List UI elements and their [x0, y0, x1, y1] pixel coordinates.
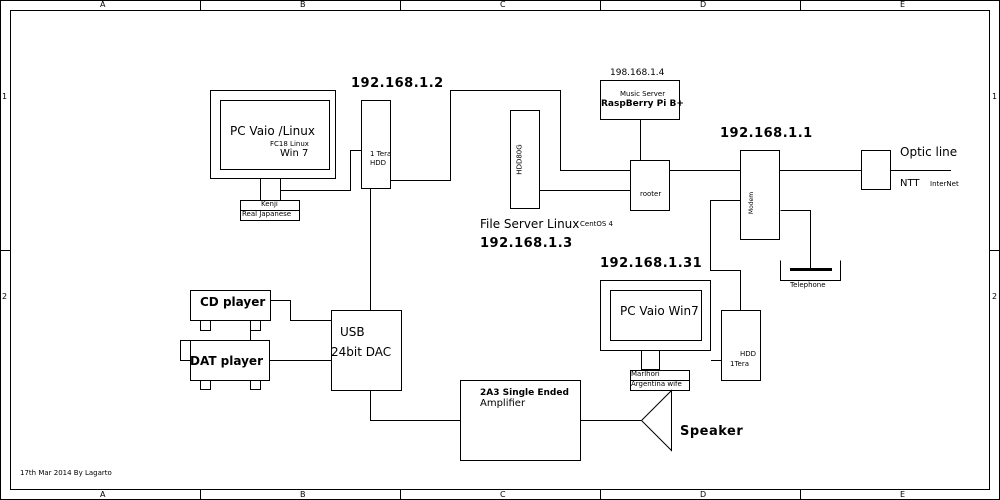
dat-player-label: DAT player [190, 354, 263, 368]
amplifier-line1: 2A3 Single Ended [480, 388, 569, 398]
wires [180, 90, 951, 421]
grid-row-2-left: 2 [2, 292, 8, 301]
music-server-line1: Music Server [620, 90, 666, 98]
music-server-ip: 198.168.1.4 [610, 68, 665, 78]
grid-col-d-top: D [700, 0, 707, 9]
file-server-hdd-label: HDD80G [515, 144, 524, 175]
modem-ip: 192.168.1.1 [720, 126, 813, 141]
grid-col-e-top: E [900, 0, 906, 9]
speaker-shape [640, 389, 672, 452]
hdd-1tera-a-label2: HDD [370, 159, 387, 167]
grid-col-d-bottom: D [700, 490, 707, 499]
pc-vaio-win7-title: PC Vaio Win7 [620, 304, 699, 318]
modem-box [740, 150, 780, 240]
pc-vaio-linux-os1: FC18 Linux [270, 140, 309, 148]
file-server-box [510, 110, 540, 209]
hdd-1tera-b-label2: 1Tera [730, 360, 750, 368]
dac-box [331, 310, 402, 391]
monitor-screen [610, 290, 702, 341]
note-tag [630, 380, 690, 391]
cd-player-shape [190, 290, 271, 331]
router-label: rooter [640, 190, 662, 198]
grid-col-b-bottom: B [300, 490, 306, 499]
pc-vaio-win7-ip: 192.168.1.31 [600, 256, 703, 271]
grid-col-a-top: A [100, 0, 106, 9]
file-server-title: File Server Linux [480, 217, 580, 231]
pc-vaio-win7-note: Argentina wife [631, 380, 682, 388]
grid-row-2-right: 2 [992, 292, 998, 301]
file-server-os: CentOS 4 [580, 220, 614, 228]
pc-vaio-linux [210, 90, 336, 221]
inner-frame [10, 10, 990, 490]
optic-provider-note: InterNet [930, 180, 959, 188]
hdd-1tera-a-box [361, 100, 391, 189]
monitor-stand [641, 350, 660, 370]
optic-label: Optic line [900, 145, 958, 159]
amplifier-line2: Amplifier [480, 398, 526, 409]
router-box [630, 160, 670, 211]
dac-line2: 24bit DAC [331, 345, 392, 359]
grid-row-1-right: 1 [992, 92, 998, 101]
dac-line1: USB [340, 325, 365, 339]
speaker-label: Speaker [680, 424, 744, 439]
keyboard-tag [240, 210, 300, 221]
hdd-1tera-a-label1: 1 Tera [370, 150, 392, 158]
pc-vaio-linux-os2: Win 7 [280, 148, 309, 159]
telephone-label: Telephone [790, 281, 826, 289]
grid-col-c-top: C [500, 0, 506, 9]
hdd-1tera-a-ip: 192.168.1.2 [351, 76, 444, 91]
grid-col-e-bottom: E [900, 490, 906, 499]
footer-credit: 17th Mar 2014 By Lagarto [20, 469, 112, 477]
pc-vaio-linux-keyboard: Real Japanese [242, 210, 292, 218]
grid-col-c-bottom: C [500, 490, 506, 499]
modem-label: Modem [748, 191, 756, 215]
grid-col-b-top: B [300, 0, 306, 9]
pc-vaio-linux-title: PC Vaio /Linux [230, 124, 315, 138]
monitor-stand [260, 178, 281, 201]
music-server-box [600, 80, 680, 120]
pc-vaio-win7-user: Marlhori [631, 370, 660, 378]
optic-box [861, 150, 891, 190]
music-server-line2: RaspBerry Pi B+ [601, 99, 684, 109]
file-server-ip: 192.168.1.3 [480, 236, 573, 251]
cd-player-label: CD player [200, 295, 266, 309]
pc-vaio-linux-user: Kenji [261, 200, 278, 208]
hdd-1tera-b-label1: HDD [740, 350, 757, 358]
monitor-screen [220, 100, 330, 170]
grid-row-1-left: 1 [2, 92, 8, 101]
hdd-1tera-b-box [721, 310, 761, 381]
grid-col-a-bottom: A [100, 490, 106, 499]
pc-vaio-win7 [600, 280, 711, 391]
optic-provider: NTT [900, 178, 920, 189]
